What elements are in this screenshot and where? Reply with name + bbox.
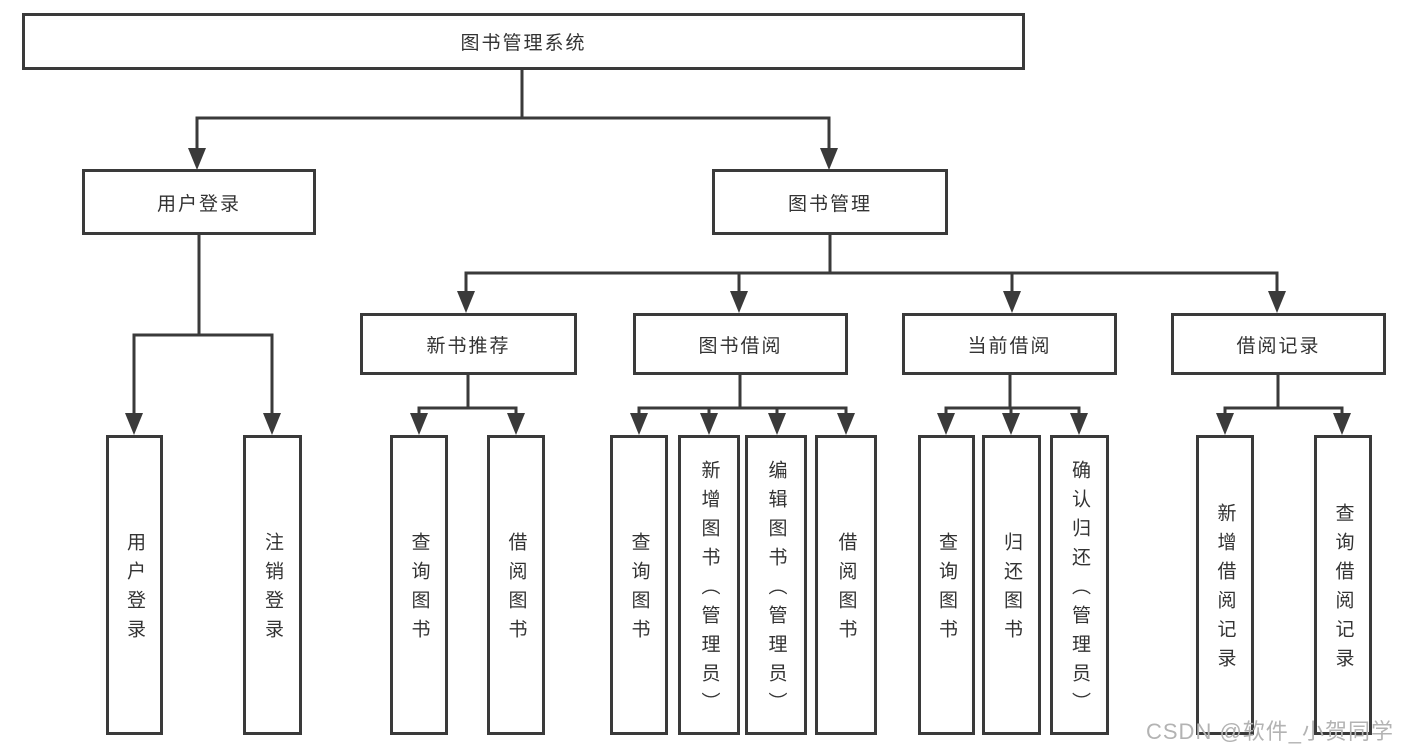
node-root-system: 图书管理系统 bbox=[22, 13, 1025, 70]
node-label: 当前借阅 bbox=[967, 335, 1052, 357]
arrow-down-icon bbox=[1002, 413, 1020, 435]
node-label: 图书管理 bbox=[787, 193, 872, 215]
node-current-borrowing: 当前借阅 bbox=[902, 313, 1117, 375]
node-label: 新增借阅记录 bbox=[1214, 503, 1236, 677]
arrow-down-icon bbox=[937, 413, 955, 435]
node-label: 注销登录 bbox=[262, 532, 283, 648]
arrow-down-icon bbox=[1333, 413, 1351, 435]
arrow-down-icon bbox=[1268, 291, 1286, 313]
node-label: 用户登录 bbox=[156, 193, 241, 215]
node-user-login: 用户登录 bbox=[82, 169, 316, 235]
node-label: 确认归还（管理员） bbox=[1069, 459, 1090, 721]
arrow-down-icon bbox=[457, 291, 475, 313]
node-label: 用户登录 bbox=[124, 532, 145, 648]
node-book-borrowing: 图书借阅 bbox=[633, 313, 848, 375]
node-label: 新增图书（管理员） bbox=[698, 459, 720, 721]
arrow-down-icon bbox=[410, 413, 428, 435]
arrow-down-icon bbox=[263, 413, 281, 435]
leaf-query-books-borrow: 查询图书 bbox=[610, 435, 668, 735]
leaf-return-book: 归还图书 bbox=[982, 435, 1041, 735]
node-label: 图书借阅 bbox=[698, 335, 783, 357]
node-label: 图书管理系统 bbox=[460, 33, 587, 54]
node-label: 查询图书 bbox=[628, 532, 650, 648]
arrow-down-icon bbox=[188, 148, 206, 170]
leaf-edit-book-admin: 编辑图书（管理员） bbox=[745, 435, 807, 735]
arrow-down-icon bbox=[837, 413, 855, 435]
node-borrowing-records: 借阅记录 bbox=[1171, 313, 1386, 375]
leaf-query-books-recommend: 查询图书 bbox=[390, 435, 448, 735]
arrow-down-icon bbox=[1216, 413, 1234, 435]
node-book-management: 图书管理 bbox=[712, 169, 948, 235]
node-label: 借阅记录 bbox=[1236, 335, 1321, 357]
leaf-add-borrow-record: 新增借阅记录 bbox=[1196, 435, 1254, 735]
node-label: 查询图书 bbox=[408, 532, 430, 648]
arrow-down-icon bbox=[630, 413, 648, 435]
node-label: 归还图书 bbox=[1001, 532, 1022, 648]
csdn-watermark: CSDN @软件_小贺同学 bbox=[1146, 719, 1395, 744]
leaf-logout: 注销登录 bbox=[243, 435, 302, 735]
leaf-user-login: 用户登录 bbox=[106, 435, 163, 735]
node-label: 借阅图书 bbox=[835, 532, 857, 648]
arrow-down-icon bbox=[1003, 291, 1021, 313]
node-label: 借阅图书 bbox=[505, 532, 527, 648]
arrow-down-icon bbox=[700, 413, 718, 435]
leaf-borrow-books-borrow: 借阅图书 bbox=[815, 435, 877, 735]
arrow-down-icons bbox=[125, 148, 1351, 435]
arrow-down-icon bbox=[820, 148, 838, 170]
arrow-down-icon bbox=[125, 413, 143, 435]
leaf-query-books-current: 查询图书 bbox=[918, 435, 975, 735]
leaf-add-book-admin: 新增图书（管理员） bbox=[678, 435, 740, 735]
arrow-down-icon bbox=[730, 291, 748, 313]
leaf-borrow-books-recommend: 借阅图书 bbox=[487, 435, 545, 735]
arrow-down-icon bbox=[1070, 413, 1088, 435]
leaf-confirm-return-admin: 确认归还（管理员） bbox=[1050, 435, 1109, 735]
arrow-down-icon bbox=[768, 413, 786, 435]
arrow-down-icon bbox=[507, 413, 525, 435]
node-label: 新书推荐 bbox=[426, 335, 511, 357]
leaf-query-borrow-record: 查询借阅记录 bbox=[1314, 435, 1372, 735]
node-label: 编辑图书（管理员） bbox=[765, 459, 787, 721]
node-label: 查询借阅记录 bbox=[1332, 503, 1354, 677]
node-label: 查询图书 bbox=[936, 532, 957, 648]
node-new-book-recommend: 新书推荐 bbox=[360, 313, 577, 375]
